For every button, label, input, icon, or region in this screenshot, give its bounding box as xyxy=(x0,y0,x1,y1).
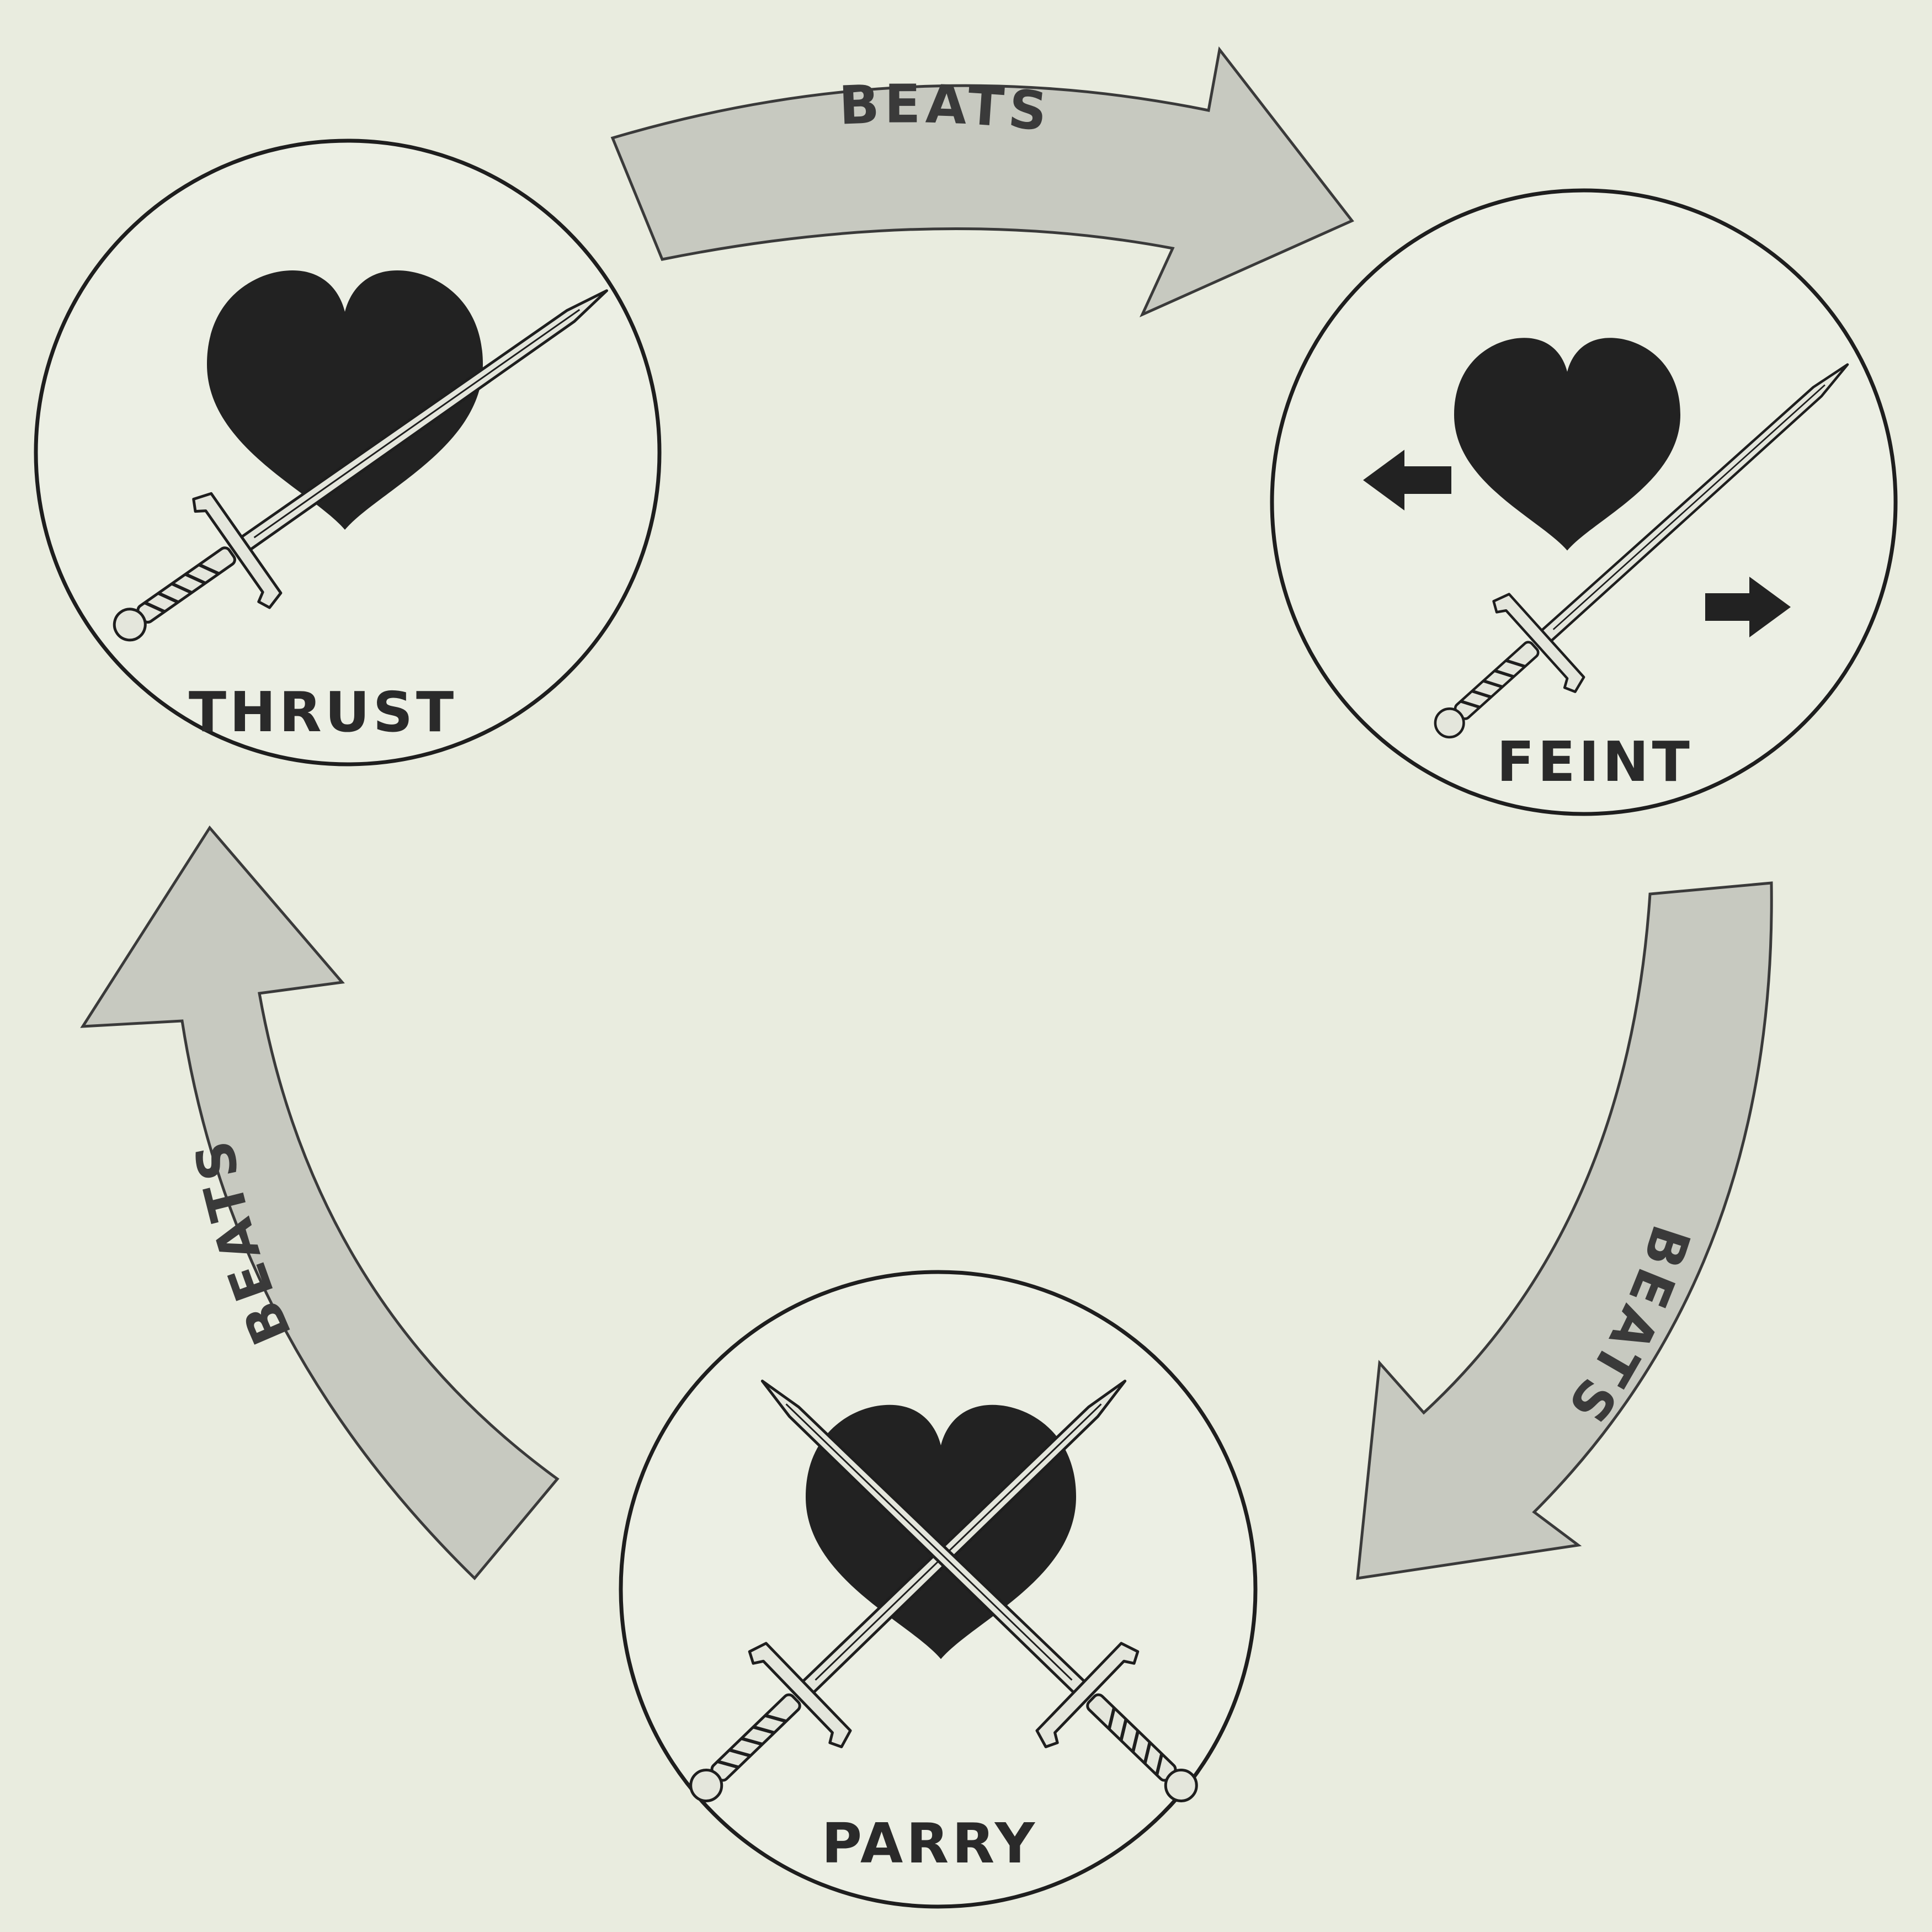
arrow-left-icon xyxy=(1363,450,1451,510)
beats-arrow-parry-to-thrust: BEATS xyxy=(80,825,560,1580)
node-feint: FEINT xyxy=(1270,188,1898,816)
node-thrust: THRUST xyxy=(34,139,662,767)
parry-label: PARRY xyxy=(822,1811,1038,1876)
thrust-label: THRUST xyxy=(189,680,457,744)
arrow-right-icon xyxy=(1705,577,1791,637)
node-parry: PARRY xyxy=(619,1270,1258,1909)
beats-arrow-feint-to-parry: BEATS xyxy=(1356,881,1773,1580)
beats-label-top: BEATS xyxy=(838,73,1054,143)
beats-arrow-thrust-to-feint: BEATS xyxy=(610,46,1354,317)
feint-label: FEINT xyxy=(1497,730,1693,794)
